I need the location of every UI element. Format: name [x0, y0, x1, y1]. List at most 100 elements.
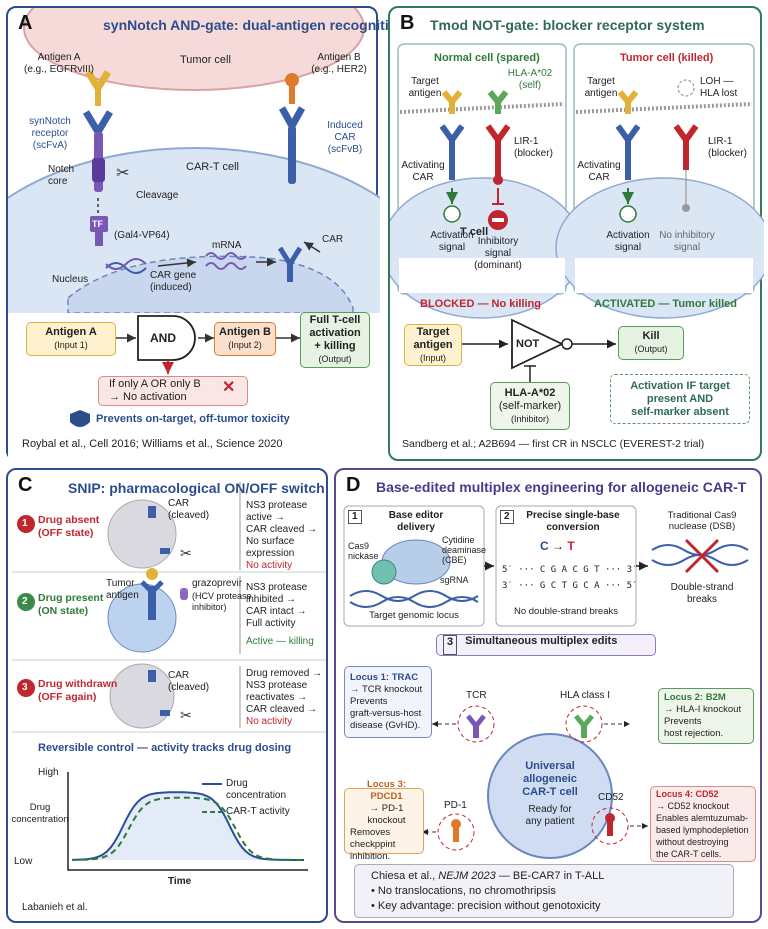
step-3-desc-5: No activity — [246, 716, 293, 727]
not-gate-output: Kill (Output) — [618, 326, 684, 360]
step-2-desc-5: Active — killing — [246, 636, 314, 647]
only-one-label-1: If only A OR only B — [109, 378, 201, 390]
cell-off-2 — [109, 663, 175, 729]
step-2-label-2: (ON state) — [38, 605, 89, 617]
gate-input-1: Antigen A (Input 1) — [26, 322, 116, 356]
strand-top: 5′ ··· C G A C G T ··· 3′ — [502, 565, 638, 575]
gate-output-sub: (Output) — [318, 354, 352, 364]
cd52-ko-ring — [591, 807, 629, 845]
citation-box: Chiesa et al., NEJM 2023 — BE-CAR7 in T-… — [354, 864, 734, 918]
note-box: Activation IF target present AND self-ma… — [610, 374, 750, 424]
x-axis-label: Time — [168, 876, 192, 887]
cytidine-label-3: (CBE) — [442, 555, 467, 565]
step-3-title: Simultaneous multiplex edits — [465, 635, 618, 647]
locus-2-box: Locus 2: B2M → HLA-I knockout Prevents h… — [658, 688, 754, 744]
citation-bullet-1-text: No translocations, no chromothripsis — [377, 884, 556, 897]
step-1-title-1: Base editor — [388, 510, 444, 521]
synnotch-label-2: receptor — [31, 128, 69, 139]
locus-2-line-3: host rejection. — [664, 728, 724, 739]
locus-2-line-2: Prevents — [664, 716, 702, 727]
panel-c: ✂ ✂ C SNIP: pharmacological ON/OFF switc… — [6, 468, 328, 923]
step-1-desc-4: No surface — [246, 536, 295, 547]
panel-c-citation: Labanieh et al. — [22, 902, 88, 913]
and-gate-shape — [137, 315, 196, 361]
cas9-label-2: nickase — [348, 551, 379, 561]
target-locus-label: Target genomic locus — [369, 610, 459, 621]
locus-3-line-1: → PD-1 knockout — [367, 803, 406, 826]
synnotch-receptor-shape — [82, 110, 114, 192]
locus-3-box: Locus 3: PDCD1 → PD-1 knockout Removes c… — [344, 779, 424, 862]
hla-label-2: (self) — [518, 80, 542, 91]
antigen-a-label: Antigen A — [37, 52, 81, 63]
scissors-icon: ✂ — [116, 165, 129, 182]
activated-label: ACTIVATED — Tumor killed — [594, 298, 738, 310]
locus-1-title: Locus 1: TRAC — [350, 672, 419, 683]
locus-4-line-5: the CAR-T cells. — [656, 849, 722, 859]
no-inhibitory-label-2: signal — [673, 242, 701, 253]
panel-b-title: Tmod NOT-gate: blocker receptor system — [430, 17, 705, 33]
legend-activity-label: CAR-T activity — [226, 806, 290, 817]
hla-ko-ring — [565, 705, 603, 743]
panel-a: ✂ A synNotch AND-gate: dual-antig — [6, 6, 406, 463]
gate-input-2-label: Antigen B — [219, 326, 271, 338]
dna-shape — [105, 262, 147, 274]
not-gate-input: Target antigen (Input) — [404, 324, 462, 366]
y-axis-label: Drug concentration — [11, 802, 69, 825]
universal-label-1: Universal — [525, 760, 575, 772]
target-antigen-label-t2: antigen — [584, 88, 618, 99]
step-3-desc-3: reactivates → — [246, 692, 308, 703]
gate-input-1-sub: (Input 1) — [54, 340, 88, 350]
panel-b-letter: B — [400, 12, 415, 34]
step-2-drug-label-3: inhibitor) — [192, 602, 227, 612]
step-2-title-1: Precise single-base — [526, 510, 620, 521]
not-gate-output-label: Kill — [642, 330, 660, 342]
step-2-badge: 2 — [500, 510, 514, 524]
cytidine-label-2: deaminase — [442, 545, 487, 555]
citation-bullet-2-text: Key advantage: precision without genotox… — [377, 899, 601, 912]
tcr-ko-ring — [457, 705, 495, 743]
gate-input-2-sub: (Input 2) — [228, 340, 262, 350]
no-cross-icon: ✕ — [222, 379, 236, 396]
car-gene-label-2: (induced) — [150, 282, 192, 293]
step-3-desc-2: NS3 protease — [246, 680, 308, 691]
locus-4-title: Locus 4: CD52 — [656, 789, 719, 799]
panel-d: D Base-edited multiplex engineering for … — [334, 468, 762, 923]
gate-output-label-2: activation — [309, 327, 361, 339]
panel-b: B Tmod NOT-gate: blocker receptor system… — [388, 6, 764, 461]
blocked-label: BLOCKED — No killing — [420, 298, 541, 310]
locus-2-title: Locus 2: B2M — [664, 692, 726, 703]
notch-core-label-2: core — [48, 176, 68, 187]
mrna-shape — [205, 252, 247, 260]
step-1-title-2: delivery — [397, 522, 435, 533]
target-antigen-label-t1: Target — [587, 76, 615, 87]
locus-1-line-1: → TCR knockout — [350, 684, 423, 695]
sgrna-label: sgRNA — [440, 575, 469, 585]
gate-input-2: Antigen B (Input 2) — [214, 322, 276, 356]
activation-signal-label-1: Activation — [430, 230, 474, 241]
nucleus-label: Nucleus — [52, 274, 89, 285]
universal-cell-shape — [487, 733, 613, 859]
panel-a-letter: A — [18, 12, 33, 34]
step-3-label-2: (OFF again) — [38, 691, 97, 703]
activating-label-1: Activating — [401, 160, 445, 171]
activation-signal-label-2: signal — [438, 242, 466, 253]
mrna-label: mRNA — [212, 240, 242, 251]
step-2-title-2: conversion — [546, 522, 600, 533]
step-1-desc-3: CAR cleaved → — [246, 524, 318, 535]
step-1-car-label-2: (cleaved) — [168, 510, 210, 521]
step-1-circle — [17, 515, 35, 533]
panel-a-illustration: ✂ — [8, 8, 380, 463]
citation-journal: NEJM 2023 — [438, 869, 496, 882]
step-1-desc-1: NS3 protease — [246, 500, 308, 511]
only-one-box: If only A OR only B → No activation — [98, 376, 248, 406]
panel-c-letter: C — [18, 474, 33, 496]
step-1-car-label-1: CAR — [168, 498, 190, 509]
step-2-drug-label-2: (HCV protease — [192, 591, 252, 601]
step-2-circle — [17, 593, 35, 611]
dna-locus-shape — [349, 590, 479, 602]
y-tick-high: High — [38, 767, 59, 778]
locus-3-line-2: Removes — [350, 827, 391, 838]
locus-1-line-4: disease (GvHD). — [350, 720, 421, 731]
no-inhibitory-label-1: No inhibitory — [659, 230, 715, 241]
tumor-cell-shape — [23, 8, 365, 91]
